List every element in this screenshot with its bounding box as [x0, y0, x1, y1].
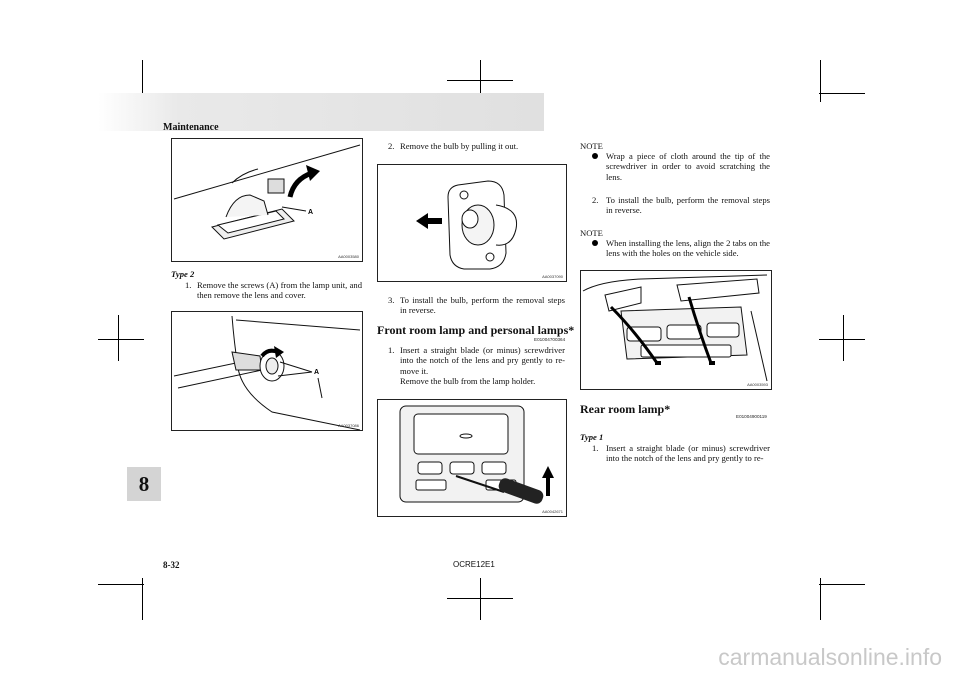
note-label: NOTE [580, 141, 603, 151]
chapter-tab [127, 467, 161, 501]
label-a: A [314, 369, 319, 376]
section-code: E01004700364 [534, 337, 566, 342]
figure-id: AA0003593 [747, 382, 768, 387]
step-number: 1. [592, 443, 599, 453]
note-text: When installing the lens, align the 2 ta… [606, 238, 770, 259]
section-heading: Front room lamp and personal lamps* [377, 323, 575, 337]
step-number: 3. [388, 295, 395, 305]
step-number: 2. [388, 141, 395, 151]
page-number: 8-32 [163, 560, 180, 570]
note-label: NOTE [580, 228, 603, 238]
section-code: E01004900119 [736, 414, 767, 419]
bullet-icon [592, 153, 598, 159]
label-a: A [308, 209, 313, 216]
figure-id: AA0003580 [338, 254, 359, 259]
document-code: OCRE12E1 [453, 560, 495, 569]
figure-lens-tabs: AA0003593 [580, 270, 772, 390]
step-number: 1. [388, 345, 395, 355]
step-text: To install the bulb, perform the removal… [400, 295, 565, 316]
step-number: 2. [592, 195, 599, 205]
section-heading: Rear room lamp* [580, 402, 671, 416]
figure-id: AA0037086 [338, 423, 359, 428]
step-text: To install the bulb, perform the removal… [606, 195, 770, 216]
figure-id: AA0037090 [542, 274, 563, 279]
figure-bulb-removal: AA0037090 [377, 164, 567, 282]
figure-lamp-unit: A AA0003580 [171, 138, 363, 262]
note-text: Wrap a piece of cloth around the tip of … [606, 151, 770, 182]
header-band [98, 93, 544, 131]
step-text-continued: Remove the bulb from the lamp holder. [400, 376, 536, 386]
type-heading: Type 1 [580, 432, 604, 442]
step-text: Insert a straight blade (or minus) screw… [400, 345, 565, 376]
step-text: Remove the bulb by pulling it out. [400, 141, 519, 151]
step-text: Remove the screws (A) from the lamp unit… [197, 280, 362, 301]
figure-front-room-lamp: AA0042671 [377, 399, 567, 517]
section-title: Maintenance [163, 122, 219, 133]
figure-id: AA0042671 [542, 509, 563, 514]
type-heading: Type 2 [171, 269, 195, 279]
bullet-icon [592, 240, 598, 246]
figure-screwdriver-lamp: A AA0037086 [171, 311, 363, 431]
chapter-tab-number: 8 [138, 472, 150, 496]
watermark: carmanualsonline.info [718, 644, 942, 670]
step-number: 1. [185, 280, 192, 290]
step-text: Insert a straight blade (or minus) screw… [606, 443, 770, 464]
